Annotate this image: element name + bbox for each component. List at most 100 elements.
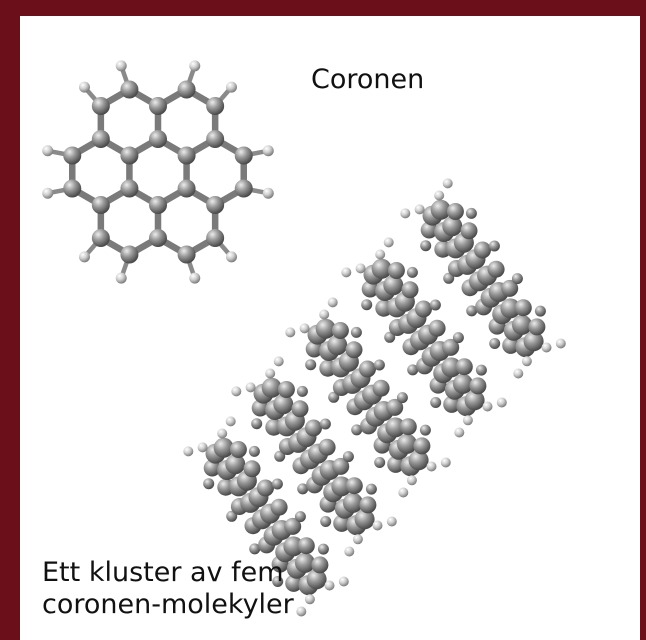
carbon-atom bbox=[446, 203, 464, 220]
carbon-atom bbox=[318, 438, 336, 456]
carbon-atom bbox=[149, 97, 167, 115]
hydrogen-atom bbox=[406, 475, 417, 486]
carbon-atom bbox=[354, 509, 375, 530]
carbon-atom bbox=[406, 266, 418, 278]
carbon-atom bbox=[332, 457, 350, 475]
cluster-molecule bbox=[285, 297, 451, 498]
hydrogen-atom bbox=[375, 249, 386, 260]
hydrogen-atom bbox=[426, 461, 437, 472]
carbon-atom bbox=[243, 460, 261, 478]
hydrogen-atom bbox=[496, 397, 507, 408]
carbon-atom bbox=[501, 279, 519, 297]
carbon-atom bbox=[284, 517, 302, 535]
carbon-atom bbox=[320, 516, 332, 527]
hydrogen-atom bbox=[226, 251, 238, 263]
carbon-atom bbox=[261, 377, 282, 398]
cluster-molecule bbox=[400, 178, 566, 379]
carbon-atom bbox=[407, 364, 419, 376]
carbon-atom bbox=[294, 511, 306, 523]
hydrogen-atom bbox=[183, 446, 194, 457]
carbon-atom bbox=[460, 222, 478, 240]
hydrogen-atom bbox=[78, 81, 90, 93]
carbon-atom bbox=[420, 221, 438, 239]
carbon-atom bbox=[305, 340, 323, 358]
hydrogen-atom bbox=[386, 516, 397, 527]
carbon-atom bbox=[428, 319, 446, 337]
carbon-atom bbox=[234, 179, 253, 198]
hydrogen-atom bbox=[262, 187, 274, 199]
carbon-atom bbox=[331, 476, 352, 497]
carbon-atom bbox=[345, 341, 363, 359]
hydrogen-atom bbox=[454, 427, 465, 438]
hydrogen-atom bbox=[462, 415, 473, 426]
carbon-atom bbox=[203, 478, 215, 490]
carbon-atom bbox=[285, 574, 303, 592]
carbon-atom bbox=[225, 454, 246, 475]
carbon-atom bbox=[465, 207, 477, 219]
carbon-atom bbox=[453, 373, 473, 394]
cluster-label-line-1: Ett kluster av fem bbox=[42, 557, 284, 588]
hydrogen-atom bbox=[482, 401, 493, 412]
carbon-atom bbox=[534, 305, 546, 317]
carbon-atom bbox=[229, 441, 247, 458]
carbon-atom bbox=[149, 229, 167, 247]
carbon-atom bbox=[488, 240, 500, 252]
carbon-atom bbox=[345, 477, 363, 495]
carbon-atom bbox=[384, 331, 396, 343]
hydrogen-atom bbox=[324, 580, 335, 591]
carbon-atom bbox=[249, 543, 261, 555]
carbon-atom bbox=[297, 537, 315, 555]
hydrogen-atom bbox=[285, 327, 296, 338]
carbon-atom bbox=[297, 483, 309, 495]
carbon-atom bbox=[306, 569, 327, 590]
carbon-atom bbox=[359, 360, 376, 378]
carbon-atom bbox=[91, 196, 110, 214]
carbon-atom bbox=[350, 326, 362, 338]
carbon-atom bbox=[371, 258, 392, 279]
carbon-atom bbox=[430, 397, 442, 408]
carbon-atom bbox=[328, 391, 340, 403]
carbon-atom bbox=[397, 433, 417, 454]
carbon-atom bbox=[149, 130, 167, 148]
carbon-atom bbox=[342, 451, 354, 463]
hydrogen-atom bbox=[262, 145, 274, 157]
carbon-atom bbox=[489, 338, 501, 349]
carbon-atom bbox=[415, 300, 432, 318]
carbon-atom bbox=[365, 483, 377, 495]
cluster-label: Ett kluster av fem coronen-molekyler bbox=[42, 557, 294, 621]
carbon-atom bbox=[373, 359, 385, 371]
carbon-atom bbox=[419, 424, 431, 436]
hydrogen-atom bbox=[434, 190, 445, 201]
coronene-cluster bbox=[183, 178, 566, 617]
carbon-atom bbox=[441, 357, 462, 378]
carbon-atom bbox=[206, 130, 225, 148]
carbon-atom bbox=[469, 377, 487, 395]
carbon-atom bbox=[442, 338, 460, 356]
carbon-atom bbox=[399, 418, 417, 436]
carbon-atom bbox=[413, 437, 431, 455]
carbon-atom bbox=[452, 332, 464, 344]
carbon-atom bbox=[277, 381, 295, 398]
carbon-atom bbox=[442, 216, 463, 237]
molecule-illustration bbox=[42, 60, 566, 617]
carbon-atom bbox=[120, 179, 139, 198]
carbon-atom bbox=[512, 314, 532, 335]
carbon-atom bbox=[63, 146, 82, 165]
carbon-atom bbox=[420, 240, 432, 252]
carbon-atom bbox=[317, 543, 329, 555]
hydrogen-atom bbox=[319, 309, 330, 320]
hydrogen-atom bbox=[115, 272, 127, 284]
carbon-atom bbox=[500, 298, 521, 319]
carbon-atom bbox=[248, 445, 260, 457]
carbon-atom bbox=[206, 196, 225, 214]
carbon-atom bbox=[203, 459, 221, 477]
carbon-atom bbox=[343, 492, 363, 513]
carbon-atom bbox=[466, 305, 478, 317]
hydrogen-atom bbox=[440, 457, 451, 468]
hydrogen-atom bbox=[414, 204, 425, 215]
hydrogen-atom bbox=[352, 534, 363, 545]
carbon-atom bbox=[372, 379, 390, 397]
carbon-atom bbox=[91, 130, 110, 148]
carbon-atom bbox=[429, 299, 441, 311]
